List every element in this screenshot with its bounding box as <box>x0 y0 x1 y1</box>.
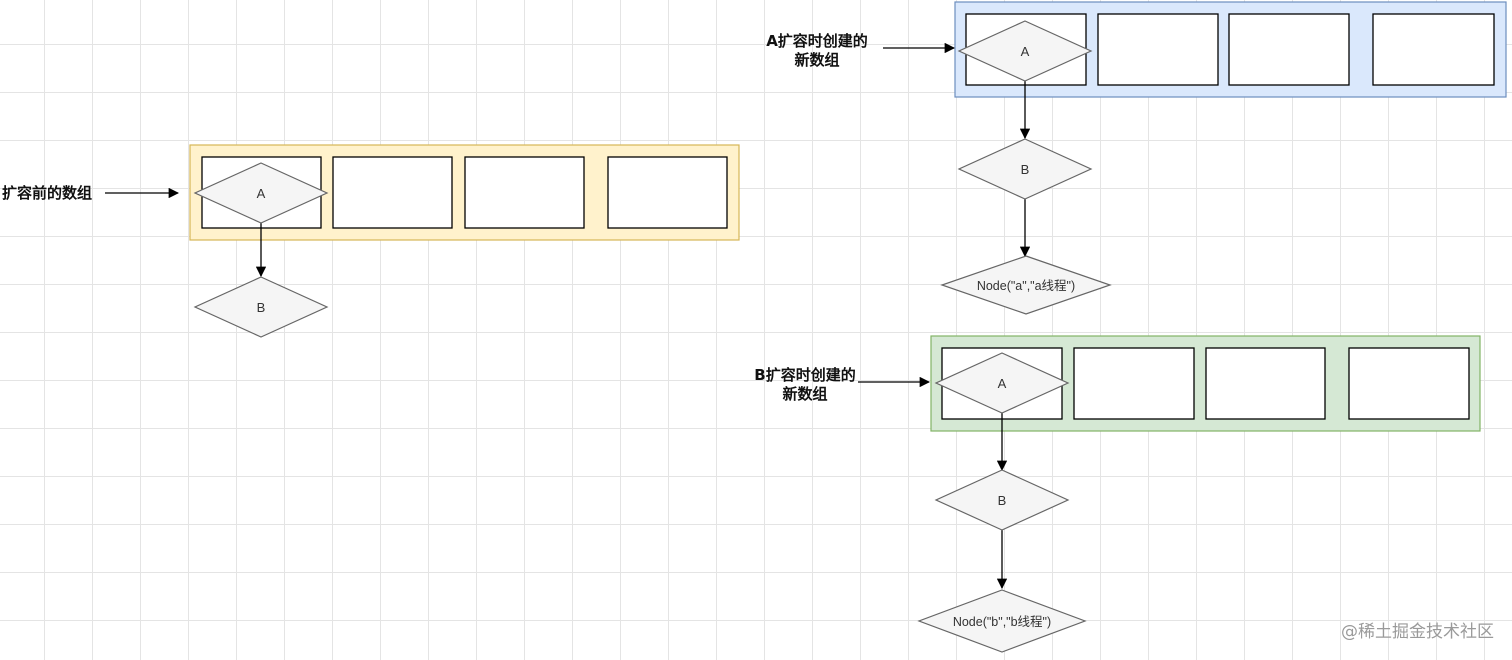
before-node-a-text: A <box>257 186 266 201</box>
a-thread-node-diamond <box>940 255 1112 315</box>
b-array-label-line1: B扩容时创建的 <box>754 366 856 384</box>
before-node-a-diamond <box>193 162 329 224</box>
before-array-cell-3 <box>464 156 585 229</box>
a-node-b-diamond <box>957 138 1093 200</box>
a-array-cell-2 <box>1097 13 1219 86</box>
a-node-a-text: A <box>1021 44 1030 59</box>
a-array-cell-3 <box>1228 13 1350 86</box>
a-node-b-text: B <box>1021 162 1030 177</box>
b-node-a-diamond <box>934 352 1070 414</box>
b-array-cell-4 <box>1348 347 1470 420</box>
b-array-label-line2: 新数组 <box>782 385 828 403</box>
before-array-label-text: 扩容前的数组 <box>2 184 93 202</box>
a-array-cell-4 <box>1372 13 1495 86</box>
b-array-label: B扩容时创建的 新数组 <box>746 366 864 404</box>
before-array-cell-2 <box>332 156 453 229</box>
a-thread-node-text: Node("a","a线程") <box>977 278 1075 293</box>
a-array-label: A扩容时创建的 新数组 <box>758 32 876 70</box>
b-node-b-diamond <box>934 469 1070 531</box>
a-array-label-line2: 新数组 <box>794 51 840 69</box>
before-array-cell-4 <box>607 156 728 229</box>
watermark: @稀土掘金技术社区 <box>1341 622 1494 642</box>
before-node-b-text: B <box>257 300 266 315</box>
b-array-cell-2 <box>1073 347 1195 420</box>
b-node-b-text: B <box>998 493 1007 508</box>
a-node-a-diamond <box>957 20 1093 82</box>
a-array-label-line1: A扩容时创建的 <box>766 32 868 50</box>
before-array-label: 扩容前的数组 <box>2 184 92 203</box>
before-node-b-diamond <box>193 276 329 338</box>
b-node-a-text: A <box>998 376 1007 391</box>
b-thread-node-text: Node("b","b线程") <box>953 614 1051 629</box>
b-thread-node-diamond <box>917 589 1087 653</box>
b-array-cell-3 <box>1205 347 1326 420</box>
